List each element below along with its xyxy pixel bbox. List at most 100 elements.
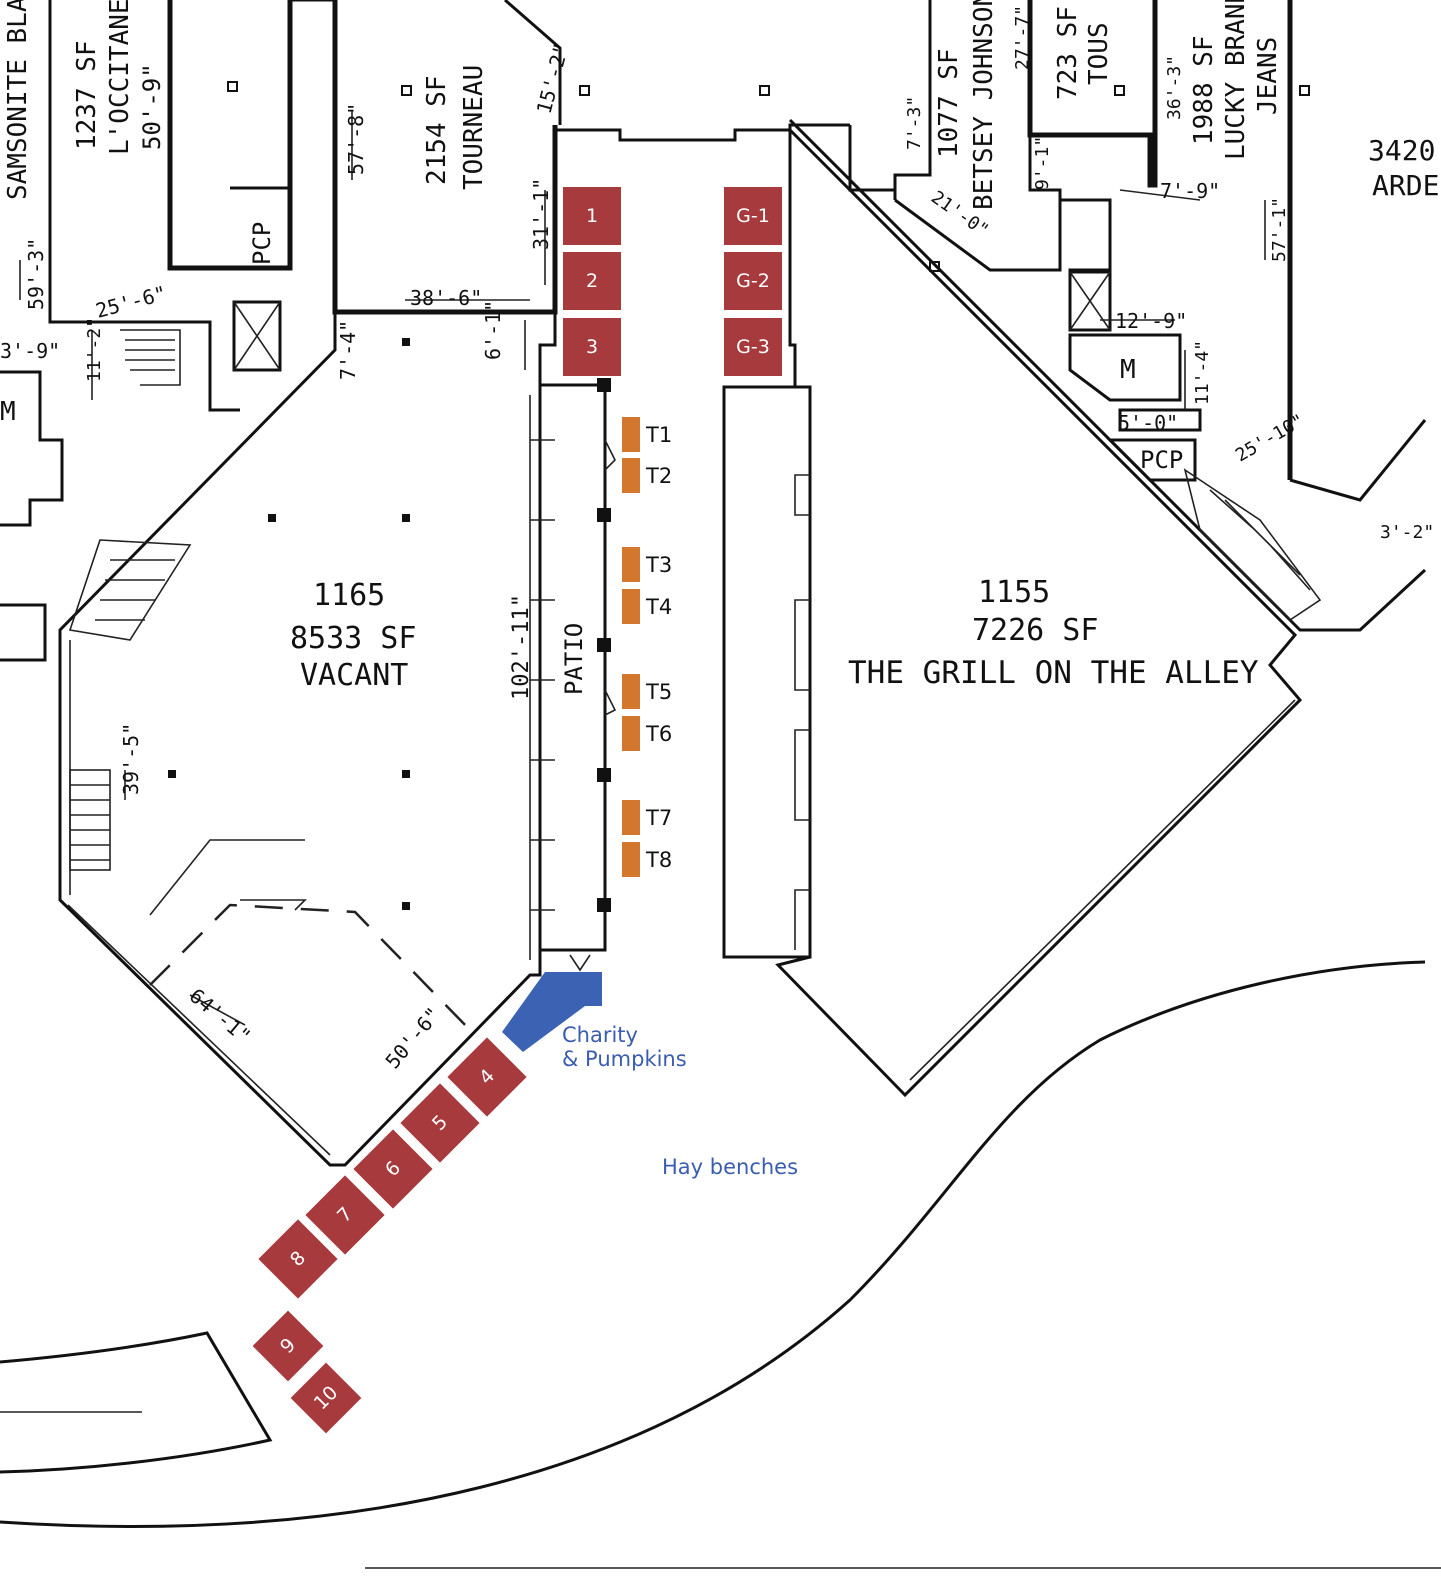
- table-marker: [622, 800, 640, 835]
- dim-label: 11'-4": [1192, 340, 1213, 405]
- table-marker: [622, 589, 640, 624]
- booth-box: [563, 252, 621, 310]
- booth-box: [563, 187, 621, 245]
- table-marker: [622, 716, 640, 751]
- booth-box: [305, 1175, 385, 1255]
- charity-pumpkins-area[interactable]: [502, 972, 602, 1052]
- booth-label: 2: [586, 270, 598, 292]
- dim-label: 6'-1": [481, 300, 505, 360]
- grill-unit: 1155: [978, 575, 1050, 610]
- table-marker: [622, 674, 640, 709]
- booth-2[interactable]: 2: [563, 252, 621, 310]
- dim-label: 12'-9": [1115, 309, 1187, 333]
- stairs-vacant: [68, 539, 192, 871]
- betsey-name: BETSEY JOHNSON: [969, 0, 999, 210]
- grill-service-counter: [722, 385, 812, 959]
- pcp-label-left: PCP: [248, 222, 276, 265]
- tous-name: TOUS: [1084, 22, 1114, 85]
- dim-label: 57'-8": [344, 103, 368, 175]
- table-label: T6: [645, 722, 672, 746]
- table-t2[interactable]: T2: [622, 458, 672, 493]
- patio-label: PATIO: [560, 623, 588, 695]
- table-t6[interactable]: T6: [622, 716, 672, 751]
- dim-label: 3'-2": [1380, 522, 1434, 543]
- road-curves: [0, 960, 1441, 1569]
- booth-box: [724, 318, 782, 376]
- dim-label: 7'-3": [904, 96, 925, 150]
- booth-label: G-3: [736, 336, 770, 358]
- booth-1[interactable]: 1: [563, 187, 621, 245]
- booth-label: G-2: [736, 270, 770, 292]
- dim-label: 3'-9": [0, 339, 60, 363]
- patio-dim: 102'-11": [509, 594, 534, 700]
- arden-sf: 3420: [1368, 134, 1435, 167]
- dim-label: 39'-5": [119, 723, 143, 795]
- booth-g-2[interactable]: G-2: [724, 252, 782, 310]
- booth-box: [258, 1219, 338, 1299]
- booth-g-1[interactable]: G-1: [724, 187, 782, 245]
- table-marker: [622, 547, 640, 582]
- table-t5[interactable]: T5: [622, 674, 672, 709]
- booth-6[interactable]: 6: [353, 1129, 433, 1209]
- table-marker: [622, 458, 640, 493]
- booth-g-3[interactable]: G-3: [724, 318, 782, 376]
- dim-label: 31'-1": [529, 178, 553, 250]
- dim-label: 7'-9": [1160, 179, 1220, 203]
- vacant-unit: 1165: [313, 578, 385, 613]
- booth-box: [724, 187, 782, 245]
- table-t3[interactable]: T3: [622, 547, 672, 582]
- booth-box: [252, 1310, 324, 1382]
- booth-5[interactable]: 5: [400, 1083, 480, 1163]
- grill-name: THE GRILL ON THE ALLEY: [848, 655, 1259, 691]
- booth-7[interactable]: 7: [305, 1175, 385, 1255]
- stairs-right: [1183, 468, 1322, 622]
- booth-10[interactable]: 10: [290, 1362, 362, 1434]
- dimension-labels: 59'-3" 25'-6" 31'-1" 38'-6" 57'-8" 15'-2…: [0, 5, 1434, 1073]
- dim-label: 15'-2": [532, 40, 574, 116]
- dim-label: 27'-7": [1012, 5, 1033, 70]
- table-t8[interactable]: T8: [622, 842, 672, 877]
- stairs-top-left: [120, 329, 181, 386]
- booth-3[interactable]: 3: [563, 318, 621, 376]
- column-markers: [168, 81, 1310, 910]
- hay-benches-label: Hay benches: [662, 1155, 798, 1179]
- dim-label: 36'-3": [1164, 55, 1185, 120]
- dim-label: 64'-1": [185, 983, 256, 1048]
- dim-label: 5'-0": [1118, 411, 1178, 435]
- dim-label: 11'-2": [84, 317, 105, 382]
- dim-label: 57'-1": [1269, 197, 1290, 262]
- booth-box: [447, 1037, 527, 1117]
- table-marker: [622, 417, 640, 452]
- lucky-name-2: JEANS: [1253, 37, 1283, 115]
- table-label: T3: [645, 553, 672, 577]
- table-t4[interactable]: T4: [622, 589, 672, 624]
- grill-sf: 7226 SF: [972, 613, 1098, 648]
- betsey-sf: 1077 SF: [934, 48, 964, 158]
- table-label: T5: [645, 680, 672, 704]
- pcp-label-right: PCP: [1140, 446, 1183, 474]
- vacant-name: VACANT: [300, 658, 408, 693]
- lucky-name: LUCKY BRAND: [1221, 0, 1251, 160]
- dim-label: 38'-6": [410, 286, 482, 310]
- charity-label-line2: & Pumpkins: [562, 1047, 687, 1071]
- booth-label: 1: [586, 205, 598, 227]
- booth-4[interactable]: 4: [447, 1037, 527, 1117]
- table-label: T7: [645, 806, 672, 830]
- vacant-sf: 8533 SF: [290, 621, 416, 656]
- booth-box: [724, 252, 782, 310]
- dim-label: 25'-6": [93, 281, 169, 323]
- table-t1[interactable]: T1: [622, 417, 672, 452]
- dim-label: 9'-1": [1032, 136, 1053, 190]
- booth-8[interactable]: 8: [258, 1219, 338, 1299]
- booth-9[interactable]: 9: [252, 1310, 324, 1382]
- loccitane-dim: 50'-9": [138, 63, 166, 150]
- loccitane-name: L'OCCITANE: [105, 0, 135, 155]
- loccitane-sf: 1237 SF: [72, 40, 102, 150]
- charity-label-line1: Charity: [562, 1023, 638, 1047]
- table-t7[interactable]: T7: [622, 800, 672, 835]
- dim-label: 50'-6": [380, 1002, 445, 1073]
